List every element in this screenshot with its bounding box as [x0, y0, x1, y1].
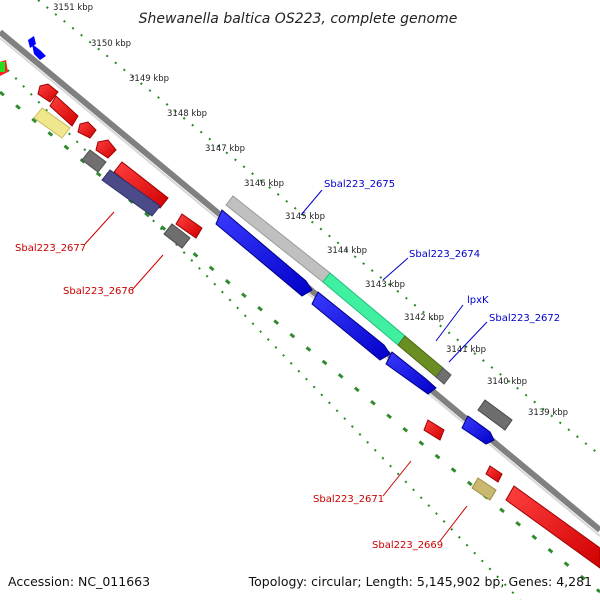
- reverse-strand-features: [0, 60, 600, 569]
- gene-yellow-cog[interactable]: [33, 107, 71, 139]
- gene-reverse-arrow[interactable]: [95, 139, 117, 159]
- gene-reverse-arrow[interactable]: [505, 485, 600, 569]
- tick-ruler-outer-dashes: [0, 90, 600, 594]
- kbp-label: 3149 kbp: [129, 74, 169, 84]
- gene-reverse-arrow[interactable]: [423, 419, 445, 441]
- kbp-label: 3140 kbp: [487, 377, 527, 387]
- label-sbal2669[interactable]: Sbal223_2669: [372, 540, 443, 551]
- tick-ruler-inner: [0, 61, 521, 600]
- kbp-label: 3139 kbp: [528, 408, 568, 418]
- kbp-label: 3151 kbp: [53, 3, 93, 13]
- gene-sbal2672-cog[interactable]: [435, 367, 452, 385]
- gene-sbal2677-cog[interactable]: [101, 169, 161, 217]
- kbp-label: 3142 kbp: [404, 313, 444, 323]
- kbp-label: 3141 kbp: [446, 345, 486, 355]
- gene-reverse-arrow[interactable]: [49, 95, 79, 127]
- gene-forward-arrow[interactable]: [215, 209, 313, 297]
- gene-forward-arrow[interactable]: [28, 36, 36, 48]
- gene-small-gray-cog[interactable]: [477, 399, 513, 431]
- kbp-label: 3148 kbp: [167, 109, 207, 119]
- kbp-label: 3146 kbp: [244, 179, 284, 189]
- accession-text: Accession: NC_011663: [8, 574, 150, 589]
- gene-gray-cog[interactable]: [81, 149, 107, 173]
- label-sbal2675[interactable]: Sbal223_2675: [324, 179, 395, 190]
- genome-summary-text: Topology: circular; Length: 5,145,902 bp…: [248, 574, 592, 589]
- gene-reverse-arrow[interactable]: [37, 83, 59, 103]
- kbp-label: 3145 kbp: [285, 212, 325, 222]
- label-sbal2672[interactable]: Sbal223_2672: [489, 313, 560, 324]
- kbp-label: 3144 kbp: [327, 246, 367, 256]
- forward-cog-features: [225, 195, 513, 431]
- kbp-label: 3143 kbp: [365, 280, 405, 290]
- gene-reverse-arrow[interactable]: [175, 213, 203, 239]
- gene-sbal2669-cog[interactable]: [471, 477, 497, 501]
- kbp-tick-labels: 3151 kbp 3150 kbp 3149 kbp 3148 kbp 3147…: [53, 3, 568, 418]
- kbp-label: 3150 kbp: [91, 39, 131, 49]
- reverse-cog-features: [33, 107, 497, 501]
- kbp-label: 3147 kbp: [205, 144, 245, 154]
- gene-forward-arrow[interactable]: [32, 44, 46, 60]
- label-sbal2677[interactable]: Sbal223_2677: [15, 243, 86, 254]
- gene-labels: Sbal223_2675 Sbal223_2674 lpxK Sbal223_2…: [15, 179, 560, 551]
- label-sbal2671[interactable]: Sbal223_2671: [313, 494, 384, 505]
- map-title: Shewanella baltica OS223, complete genom…: [139, 11, 458, 27]
- gene-sbal2676-cog[interactable]: [163, 223, 191, 249]
- label-lpxk[interactable]: lpxK: [467, 295, 489, 306]
- label-sbal2674[interactable]: Sbal223_2674: [409, 249, 480, 260]
- gene-reverse-arrow[interactable]: [113, 161, 169, 209]
- gene-forward-arrow[interactable]: [385, 351, 437, 395]
- gene-reverse-arrow[interactable]: [77, 121, 97, 139]
- label-leaders: [84, 189, 488, 542]
- gene-cog-green[interactable]: [0, 62, 5, 72]
- gene-forward-arrow[interactable]: [311, 291, 391, 361]
- label-sbal2676[interactable]: Sbal223_2676: [63, 286, 134, 297]
- forward-strand-features: [28, 36, 495, 445]
- gene-forward-arrow[interactable]: [461, 415, 495, 445]
- gene-reverse-arrow[interactable]: [485, 465, 503, 483]
